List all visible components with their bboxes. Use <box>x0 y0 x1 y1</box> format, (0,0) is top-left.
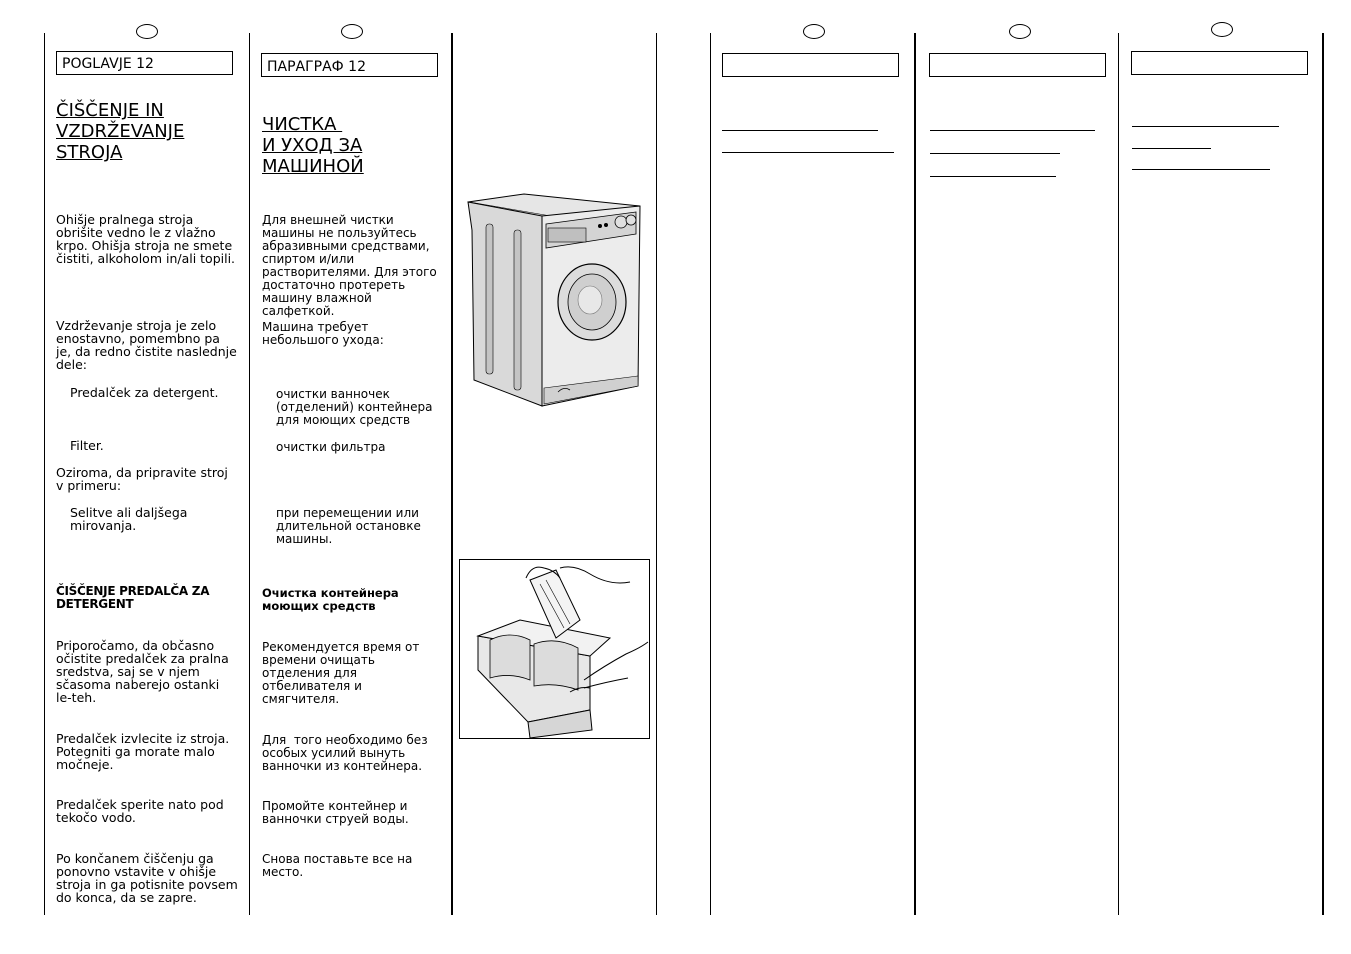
detergent-drawer-illustration <box>476 566 649 739</box>
paragraph-ru-7: Снова поставьте все на место. <box>262 852 413 879</box>
paragraph-ru-2: Машина требует небольшого ухода: <box>262 320 384 347</box>
section-title-ru: ЧИСТКА И УХОД ЗА МАШИНОЙ <box>262 114 364 177</box>
paragraph-ru-1: Для внешней чистки машины не пользуйтесь… <box>262 213 437 318</box>
list-item-sl-3: Selitve ali daljšega mirovanja. <box>70 505 188 533</box>
language-oval-ru <box>341 24 363 39</box>
chapter-box-col5 <box>929 53 1106 77</box>
title-rule-col4-1 <box>722 130 878 131</box>
paragraph-ru-4: Рекомендуется время от времени очищать о… <box>262 640 420 706</box>
paragraph-ru-5: Для того необходимо без особых усилий вы… <box>262 733 432 773</box>
section-title-sl: ČIŠČENJE IN VZDRŽEVANJE STROJA <box>56 100 185 163</box>
chapter-label-sl: POGLAVJE 12 <box>62 56 154 72</box>
language-oval-6 <box>1211 22 1233 37</box>
chapter-box-col6 <box>1131 51 1308 75</box>
paragraph-sl-7: Po končanem čiščenju ga ponovno vstavite… <box>56 851 238 905</box>
language-oval-5 <box>1009 24 1031 39</box>
chapter-box-sl: POGLAVJE 12 <box>56 51 233 75</box>
column-rule-8 <box>1322 33 1324 915</box>
column-rule-1 <box>44 33 45 915</box>
subheading-sl: ČIŠČENJE PREDALČA ZA DETERGENT <box>56 584 210 611</box>
paragraph-sl-5: Predalček izvlecite iz stroja. Potegniti… <box>56 731 230 772</box>
paragraph-sl-1: Ohišje pralnega stroja obrišite vedno le… <box>56 212 236 266</box>
list-item-ru-1: очистки ванночек (отделений) контейнера … <box>276 387 433 427</box>
column-rule-6 <box>914 33 916 915</box>
column-rule-5 <box>710 33 711 915</box>
paragraph-sl-3: Oziroma, da pripravite stroj v primeru: <box>56 465 228 493</box>
title-rule-col5-1 <box>930 130 1095 131</box>
column-rule-7 <box>1118 33 1119 915</box>
chapter-box-col4 <box>722 53 899 77</box>
title-rule-col6-2 <box>1132 148 1211 149</box>
language-oval-sl <box>136 24 158 39</box>
list-item-sl-2: Filter. <box>70 438 104 453</box>
subheading-ru: Очистка контейнера моющих средств <box>262 586 399 613</box>
title-rule-col5-2 <box>930 153 1060 154</box>
list-item-ru-2: очистки фильтра <box>276 440 386 454</box>
title-rule-col6-1 <box>1132 126 1279 127</box>
drawer-illustration-frame <box>459 559 650 739</box>
paragraph-ru-6: Промойте контейнер и ванночки струей вод… <box>262 799 409 826</box>
column-rule-4 <box>656 33 657 915</box>
washing-machine-illustration <box>467 193 641 407</box>
paragraph-sl-2: Vzdrževanje stroja je zelo enostavno, po… <box>56 318 237 372</box>
paragraph-sl-4: Priporočamo, da občasno očistite predalč… <box>56 638 229 705</box>
paragraph-sl-6: Predalček sperite nato pod tekočo vodo. <box>56 797 224 825</box>
chapter-box-ru: ПАРАГРАФ 12 <box>261 53 438 77</box>
list-item-sl-1: Predalček za detergent. <box>70 385 219 400</box>
title-rule-col6-3 <box>1132 169 1270 170</box>
column-rule-3 <box>451 33 453 915</box>
language-oval-4 <box>803 24 825 39</box>
title-rule-col5-3 <box>930 176 1056 177</box>
title-rule-col4-2 <box>722 152 894 153</box>
chapter-label-ru: ПАРАГРАФ 12 <box>267 59 366 75</box>
column-rule-2 <box>249 33 250 915</box>
list-item-ru-3: при перемещении или длительной остановке… <box>276 506 421 546</box>
